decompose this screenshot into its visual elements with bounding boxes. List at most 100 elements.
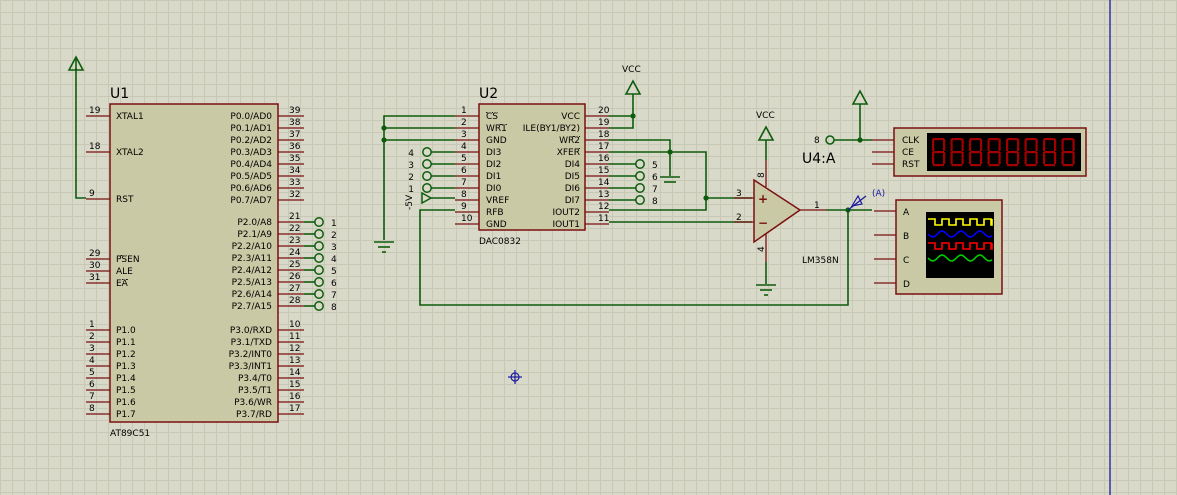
u2-right-terminal[interactable] xyxy=(635,183,645,193)
u1-p2-terminal[interactable] xyxy=(314,277,324,287)
u2-pin-name: VCC xyxy=(561,112,580,122)
u1-pin-name: P2.4/A12 xyxy=(232,266,272,276)
u1-p2-terminal[interactable] xyxy=(314,253,324,263)
u1-pin-number: 39 xyxy=(289,106,301,116)
u1-pin-name: EA xyxy=(116,279,129,289)
u2-pin-number: 20 xyxy=(598,106,610,116)
opamp-pin-vcc: 8 xyxy=(757,172,767,178)
scope-trace xyxy=(927,254,993,262)
u1-p2-terminal[interactable] xyxy=(314,289,324,299)
u2-pin-name: DI5 xyxy=(565,172,580,182)
u1-pin-number: 6 xyxy=(89,380,95,390)
u2-pin-name: CS xyxy=(486,112,498,122)
u1-pin-name: P1.1 xyxy=(116,338,136,348)
u2-left-terminal[interactable] xyxy=(422,171,432,181)
opamp-wiring: (A) xyxy=(734,125,885,296)
u2-body[interactable] xyxy=(478,103,586,231)
u2-pin-name: DI6 xyxy=(565,184,581,194)
u1-pin-name: P1.4 xyxy=(116,374,136,384)
u2-pin-name: XFER xyxy=(557,148,580,158)
u2-left-terminal[interactable] xyxy=(422,183,432,193)
u2-pin-number: 15 xyxy=(598,166,609,176)
crosshair-cursor-icon xyxy=(508,370,522,384)
u1-pin-name: P1.5 xyxy=(116,386,136,396)
u2-right-terminal[interactable] xyxy=(635,195,645,205)
u1-p2-terminal-label: 6 xyxy=(331,279,337,289)
u2-dac[interactable]: U2 DAC0832 1CS2WR13GND4DI35DI26DI17DI08V… xyxy=(408,86,658,247)
u2-right-terminal-label: 6 xyxy=(652,173,658,183)
counter-input-terminal[interactable] xyxy=(825,135,835,145)
u2-pin-number: 2 xyxy=(461,118,467,128)
u1-pin-name: XTAL1 xyxy=(116,112,144,122)
scope-trace xyxy=(927,230,993,238)
counter-digits xyxy=(932,138,1075,167)
u1-pin-name: P1.0 xyxy=(116,326,136,336)
u2-pin-number: 16 xyxy=(598,154,610,164)
u1-pin-name: P2.5/A13 xyxy=(232,278,272,288)
u1-pin-name: P0.1/AD1 xyxy=(230,124,272,134)
u2-left-terminal[interactable] xyxy=(422,147,432,157)
opamp-lm358[interactable]: + − 3 2 1 8 4 LM358N VCC xyxy=(736,111,839,266)
u1-pin-number: 3 xyxy=(89,344,95,354)
u2-pin-number: 4 xyxy=(461,142,467,152)
u2-pin-number: 13 xyxy=(598,190,609,200)
opamp-plus-sign: + xyxy=(758,192,768,206)
u1-pin-number: 12 xyxy=(289,344,300,354)
scope-trace xyxy=(928,218,993,226)
u2-pin-number: 3 xyxy=(461,130,467,140)
counter-screen xyxy=(927,133,1081,171)
u1-pin-name: P0.6/AD6 xyxy=(230,184,272,194)
u2-left-terminal[interactable] xyxy=(422,159,432,169)
u1-pin-number: 16 xyxy=(289,392,301,402)
u2-pin-number: 8 xyxy=(461,190,467,200)
u1-pin-number: 9 xyxy=(89,189,95,199)
u2-pin-name: WR2 xyxy=(559,136,580,146)
u1-pin-number: 13 xyxy=(289,356,300,366)
u1-pin-number: 30 xyxy=(89,261,101,271)
u1-pin-number: 34 xyxy=(289,166,301,176)
u1-p2-terminal[interactable] xyxy=(314,229,324,239)
u1-pin-number: 24 xyxy=(289,248,301,258)
u1-body[interactable] xyxy=(109,103,279,423)
u1-pin-name: P1.6 xyxy=(116,398,136,408)
u2-right-terminal-label: 7 xyxy=(652,185,658,195)
u1-pin-name: P2.6/A14 xyxy=(232,290,273,300)
u1-part-name: AT89C51 xyxy=(110,429,150,439)
u1-p2-terminal[interactable] xyxy=(314,265,324,275)
u2-pin-name: DI2 xyxy=(486,160,501,170)
vref-label: -5V xyxy=(405,194,415,210)
u1-pin-number: 27 xyxy=(289,284,300,294)
u1-pin-number: 33 xyxy=(289,178,300,188)
u1-p2-terminal[interactable] xyxy=(314,217,324,227)
u1-pin-number: 14 xyxy=(289,368,301,378)
u1-microcontroller[interactable]: U1 AT89C51 19XTAL118XTAL29RST29PSEN30ALE… xyxy=(86,86,337,439)
u2-pin-number: 19 xyxy=(598,118,610,128)
u2-right-terminal[interactable] xyxy=(635,159,645,169)
u1-pin-name: P3.7/RD xyxy=(236,410,272,420)
u2-right-terminal[interactable] xyxy=(635,171,645,181)
u2-pin-name: DI4 xyxy=(565,160,581,170)
u1-pin-name: P2.3/A11 xyxy=(232,254,272,264)
u1-p2-terminal[interactable] xyxy=(314,301,324,311)
u1-pin-name: ALE xyxy=(116,267,133,277)
opamp-minus-sign: − xyxy=(758,216,768,230)
voltage-probe-icon[interactable] xyxy=(847,194,867,211)
seven-segment-digit xyxy=(969,138,983,167)
u2-right-terminal-label: 5 xyxy=(652,161,658,171)
u1-pin-number: 15 xyxy=(289,380,300,390)
u1-power-arrow[interactable] xyxy=(67,55,86,199)
opamp-body[interactable] xyxy=(753,178,802,244)
u2-pin-number: 14 xyxy=(598,178,610,188)
u1-left-pins: 19XTAL118XTAL29RST29PSEN30ALE31EA1P1.02P… xyxy=(86,106,144,420)
u1-pin-name: P3.5/T1 xyxy=(238,386,272,396)
seven-segment-digit xyxy=(1024,138,1038,167)
opamp-part-name: LM358N xyxy=(802,256,839,266)
seven-segment-digit xyxy=(932,138,946,167)
u1-p2-terminal[interactable] xyxy=(314,241,324,251)
